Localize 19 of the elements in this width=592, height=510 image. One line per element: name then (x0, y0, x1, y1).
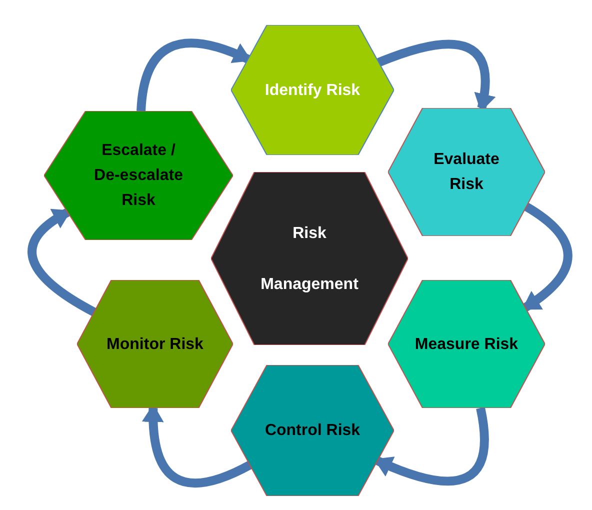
hexagon (211, 172, 408, 345)
hexagon (231, 365, 394, 496)
hexagon (231, 25, 394, 155)
hexagon-label: Escalate / De-escalate Risk (93, 141, 184, 211)
hexagon (77, 280, 233, 408)
hexagon-label: Measure Risk (414, 334, 520, 354)
hexagon (388, 108, 545, 236)
curved-arrow (374, 407, 489, 486)
hexagon (44, 111, 233, 240)
hexagon-label: Risk (292, 224, 328, 244)
hexagon-label: Control Risk (264, 421, 362, 441)
hexagon-label: Evaluate Risk (432, 150, 500, 195)
hexagon-label: Management (260, 274, 360, 294)
hexagon (388, 280, 545, 408)
hexagon-label: Monitor Risk (106, 334, 204, 354)
hexagon-label: Identify Risk (264, 80, 362, 100)
curved-arrow (136, 38, 252, 112)
curved-arrow (522, 202, 572, 312)
curved-arrow (28, 208, 96, 316)
